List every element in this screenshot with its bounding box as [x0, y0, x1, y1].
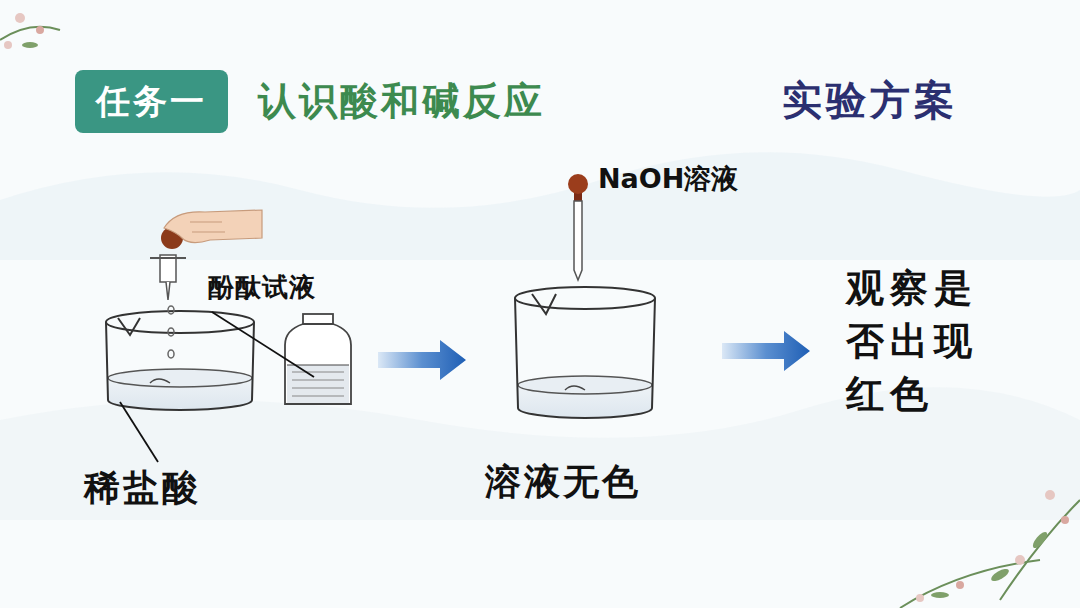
reagent-label: NaOH溶液 [598, 163, 738, 195]
beaker-colorless-solution [515, 287, 655, 418]
badge-text: 任务一 [96, 79, 207, 125]
solution-label: 稀盐酸 [84, 466, 201, 509]
naoh-dropper [568, 174, 588, 280]
background [0, 152, 1080, 520]
task-badge: 任务一 [75, 70, 228, 133]
beaker-hydrochloric-acid [106, 311, 254, 410]
slide-title: 认识酸和碱反应 [258, 76, 545, 127]
leader-line [212, 312, 314, 377]
flower-decoration [0, 13, 1080, 608]
phenolphthalein-drops [168, 306, 174, 358]
solution-label: 溶液无色 [485, 460, 641, 503]
reagent-bottle [285, 314, 351, 404]
leader-line [120, 402, 158, 462]
observation-note: 观察是否出现红色 [846, 262, 986, 422]
flow-arrow [722, 331, 810, 371]
reagent-label: 酚酞试液 [208, 272, 316, 303]
flow-arrow [378, 340, 466, 380]
scheme-heading: 实验方案 [782, 76, 958, 124]
